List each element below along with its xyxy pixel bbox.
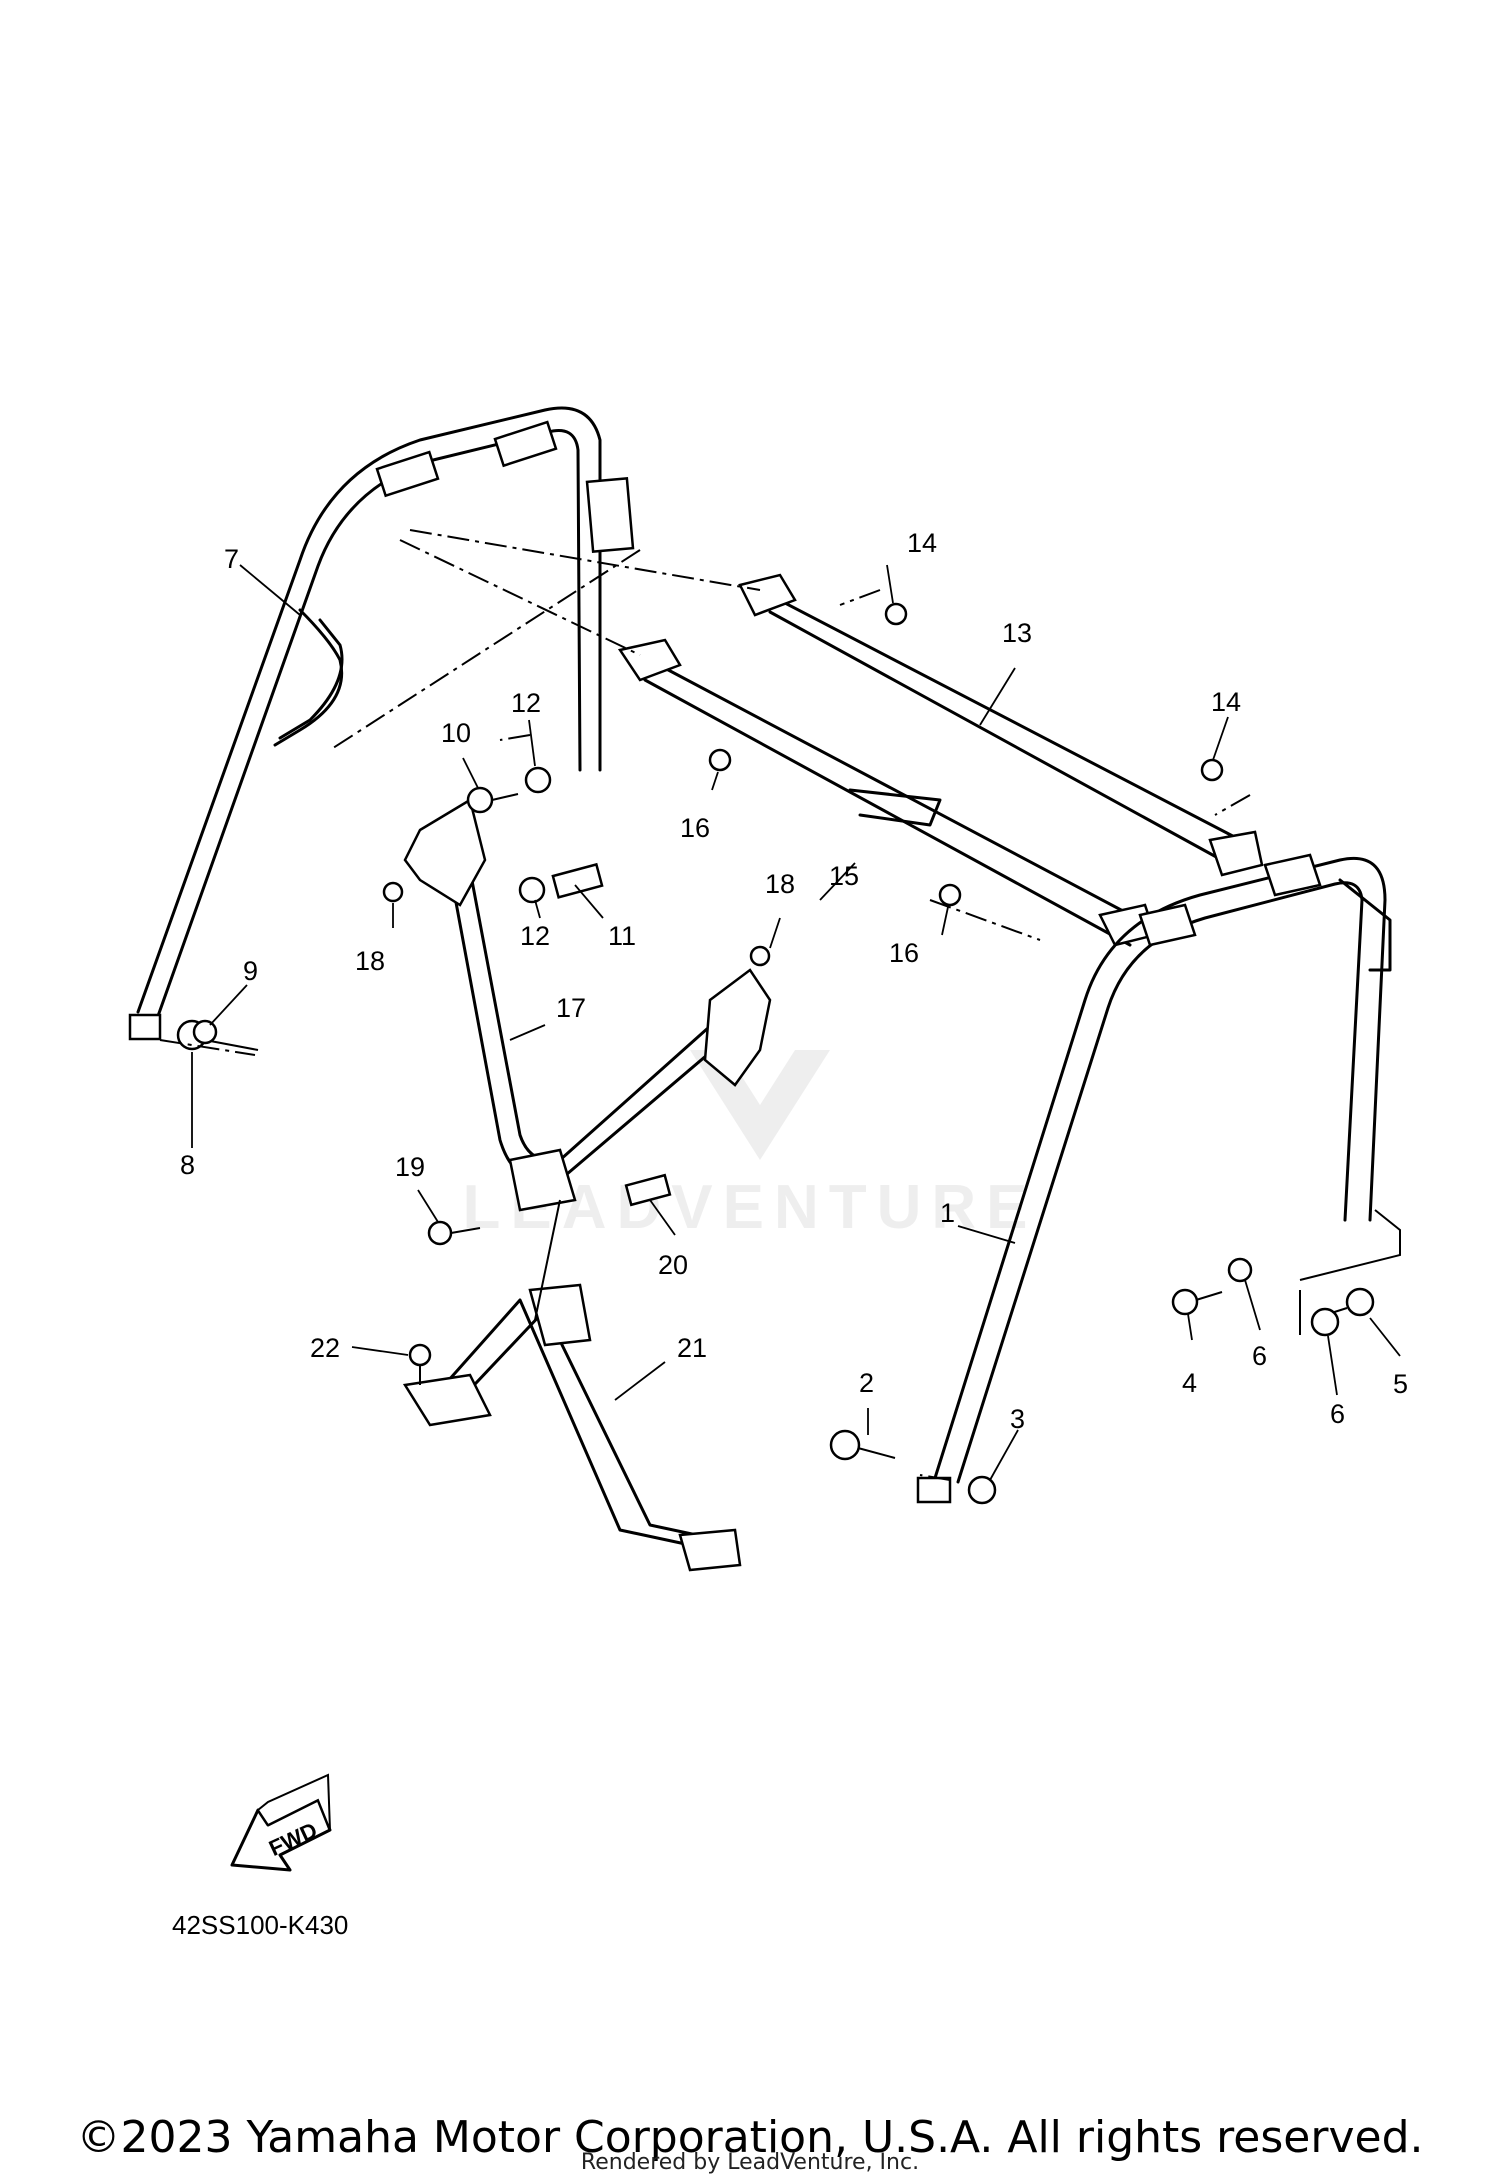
copyright-notice: ©2023 Yamaha Motor Corporation, U.S.A. A… (76, 2112, 1424, 2163)
upper-crossbar-part-13 (738, 573, 1264, 877)
callout-7: 7 (224, 544, 239, 574)
callouts: 1 2 3 4 5 6 6 7 8 9 10 11 12 12 13 14 14… (180, 528, 1408, 1434)
callout-9: 9 (243, 956, 258, 986)
callout-12a: 12 (511, 688, 541, 718)
callout-20: 20 (658, 1250, 688, 1280)
callout-14a: 14 (907, 528, 937, 558)
callout-18a: 18 (355, 946, 385, 976)
callout-21: 21 (677, 1333, 707, 1363)
lower-crossbar-part-15 (617, 638, 1157, 947)
callout-10: 10 (441, 718, 471, 748)
callout-22: 22 (310, 1333, 340, 1363)
callout-12b: 12 (520, 921, 550, 951)
callout-6a: 6 (1252, 1341, 1267, 1371)
diagram-code: 42SS100-K430 (172, 1910, 349, 1940)
leader-lines (191, 564, 1401, 1481)
callout-2: 2 (859, 1368, 874, 1398)
callout-8: 8 (180, 1150, 195, 1180)
callout-14b: 14 (1211, 687, 1241, 717)
callout-4: 4 (1182, 1368, 1197, 1398)
callout-15: 15 (829, 861, 859, 891)
callout-11: 11 (608, 921, 636, 951)
callout-16b: 16 (889, 938, 919, 968)
callout-16a: 16 (680, 813, 710, 843)
fwd-arrow-icon: FWD (230, 1773, 332, 1872)
callout-19: 19 (395, 1152, 425, 1182)
assembly-lines (159, 529, 1401, 1481)
front-brace-part-17 (403, 798, 772, 1212)
rendered-by-notice: Rendered by LeadVenture, Inc. (580, 2150, 920, 2175)
callout-5: 5 (1393, 1369, 1408, 1399)
hardware (176, 602, 1375, 1505)
front-roll-bar-part-7 (128, 406, 635, 1041)
rear-roll-bar-part-1 (916, 853, 1392, 1504)
callout-6b: 6 (1330, 1399, 1345, 1429)
callout-13: 13 (1002, 618, 1032, 648)
callout-18b: 18 (765, 869, 795, 899)
callout-17: 17 (556, 993, 586, 1023)
lower-support-part-21 (402, 1283, 742, 1572)
callout-3: 3 (1010, 1404, 1025, 1434)
callout-1: 1 (940, 1198, 955, 1228)
